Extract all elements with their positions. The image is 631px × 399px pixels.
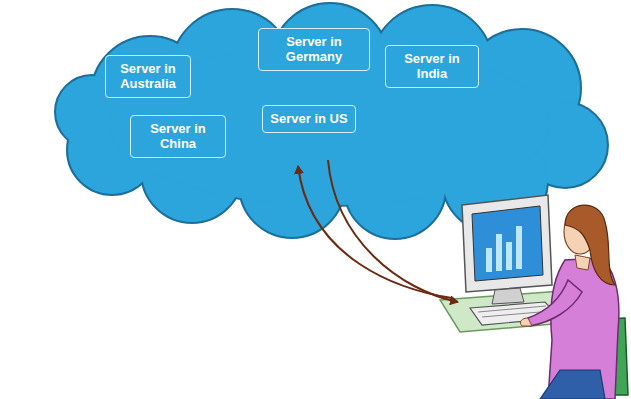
computer	[462, 195, 560, 325]
woman	[520, 205, 628, 399]
server-label: Server in India	[392, 51, 472, 81]
server-box: Server in China	[130, 115, 226, 158]
server-box: Server in Germany	[258, 28, 370, 71]
server-label: Server in Germany	[265, 34, 363, 64]
server-label: Server in US	[269, 111, 349, 126]
server-box: Server in US	[262, 105, 356, 133]
response-arrow	[328, 160, 458, 302]
request-arrow	[298, 166, 452, 298]
server-label: Server in China	[137, 121, 219, 151]
server-box: Server in Australia	[105, 55, 191, 98]
server-label: Server in Australia	[112, 61, 184, 91]
server-box: Server in India	[385, 45, 479, 88]
